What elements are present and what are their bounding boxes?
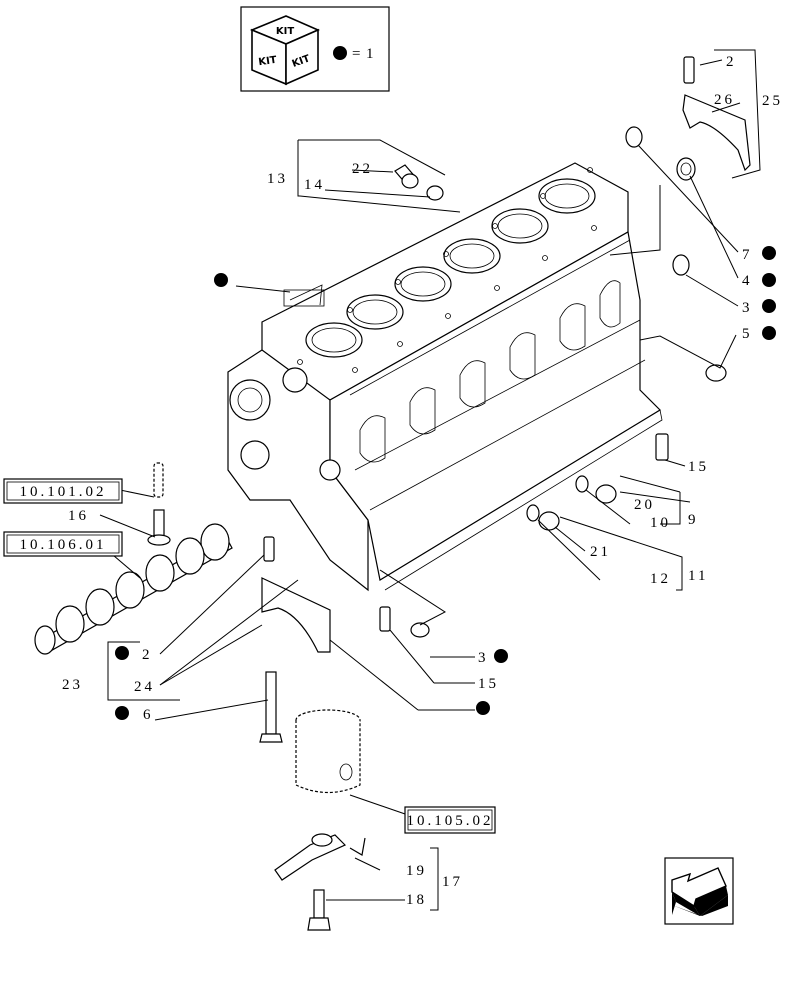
ref-box-2[interactable]: 10.106.01 bbox=[3, 531, 123, 557]
pin-ref bbox=[153, 462, 164, 498]
callout-18: 18 bbox=[406, 892, 427, 908]
seal-4 bbox=[676, 157, 696, 181]
block-ribs bbox=[349, 239, 646, 511]
kit-dots bbox=[115, 246, 776, 720]
callout-15-right: 15 bbox=[688, 459, 709, 475]
callout-3-bottom: 3 bbox=[478, 650, 489, 666]
kit-legend: KIT KIT KIT = 1 bbox=[240, 6, 390, 92]
callout-15-bottom: 15 bbox=[478, 676, 499, 692]
callout-11: 11 bbox=[688, 568, 708, 584]
ref-label-1: 10.101.02 bbox=[20, 484, 107, 500]
callout-2-left: 2 bbox=[142, 647, 153, 663]
seal-14 bbox=[426, 185, 444, 201]
callout-22: 22 bbox=[352, 161, 373, 177]
callout-13: 13 bbox=[267, 171, 288, 187]
callout-26: 26 bbox=[714, 92, 735, 108]
plug-5 bbox=[705, 364, 727, 382]
nav-arrow-button[interactable] bbox=[664, 857, 734, 925]
callout-19: 19 bbox=[406, 863, 427, 879]
kit-dot-icon bbox=[333, 46, 347, 60]
ref-label-3: 10.105.02 bbox=[407, 813, 494, 829]
ref-box-1[interactable]: 10.101.02 bbox=[3, 478, 123, 504]
plug-3-right bbox=[672, 254, 690, 276]
plug-7 bbox=[625, 126, 643, 148]
kit-icon-text-left: KIT bbox=[258, 55, 278, 68]
engine-block bbox=[227, 162, 663, 592]
ref-label-2: 10.106.01 bbox=[20, 537, 107, 553]
deck-holes bbox=[297, 167, 597, 373]
seal-12 bbox=[526, 504, 540, 522]
callout-24: 24 bbox=[134, 679, 155, 695]
seal-10 bbox=[575, 475, 589, 493]
oil-jet-19 bbox=[274, 833, 366, 881]
bearing-cap-top bbox=[682, 56, 751, 172]
kit-number: 1 bbox=[366, 46, 377, 62]
callout-17: 17 bbox=[442, 874, 463, 890]
callout-3-right: 3 bbox=[742, 300, 753, 316]
tappet-16 bbox=[147, 509, 171, 546]
callout-2-top: 2 bbox=[726, 54, 737, 70]
dowel-2-lower bbox=[263, 536, 275, 562]
callout-4: 4 bbox=[742, 273, 753, 289]
callout-12: 12 bbox=[650, 571, 671, 587]
cylinder-bores bbox=[305, 178, 596, 358]
callout-7: 7 bbox=[742, 247, 753, 263]
arrow-left-down-icon bbox=[671, 867, 728, 916]
callout-10: 10 bbox=[650, 515, 671, 531]
ref-box-3[interactable]: 10.105.02 bbox=[404, 806, 496, 834]
callout-23: 23 bbox=[62, 677, 83, 693]
dowel-15-right bbox=[655, 433, 669, 461]
callout-21: 21 bbox=[590, 544, 611, 560]
kit-icon-text-top: KIT bbox=[276, 26, 294, 37]
callout-6: 6 bbox=[143, 707, 154, 723]
callout-20: 20 bbox=[634, 497, 655, 513]
bracket-23 bbox=[107, 641, 180, 701]
leader-lines bbox=[99, 49, 761, 911]
callout-labels: 2 26 25 22 13 14 7 4 3 5 15 20 10 9 21 1… bbox=[62, 54, 783, 908]
plug-3-lower bbox=[410, 622, 430, 638]
bearing-cap-24 bbox=[261, 577, 331, 653]
callout-14: 14 bbox=[304, 177, 325, 193]
callout-25: 25 bbox=[762, 93, 783, 109]
bolt-6 bbox=[259, 671, 283, 743]
piston bbox=[295, 709, 361, 794]
callout-16: 16 bbox=[68, 508, 89, 524]
callout-9: 9 bbox=[688, 512, 699, 528]
dowel-15-lower bbox=[379, 606, 391, 632]
callout-5: 5 bbox=[742, 326, 753, 342]
plug-20 bbox=[595, 484, 617, 504]
bolt-18 bbox=[307, 889, 331, 931]
camshaft bbox=[34, 523, 233, 655]
kit-cube-icon: KIT KIT KIT bbox=[249, 15, 320, 86]
kit-equals: = bbox=[352, 46, 363, 62]
